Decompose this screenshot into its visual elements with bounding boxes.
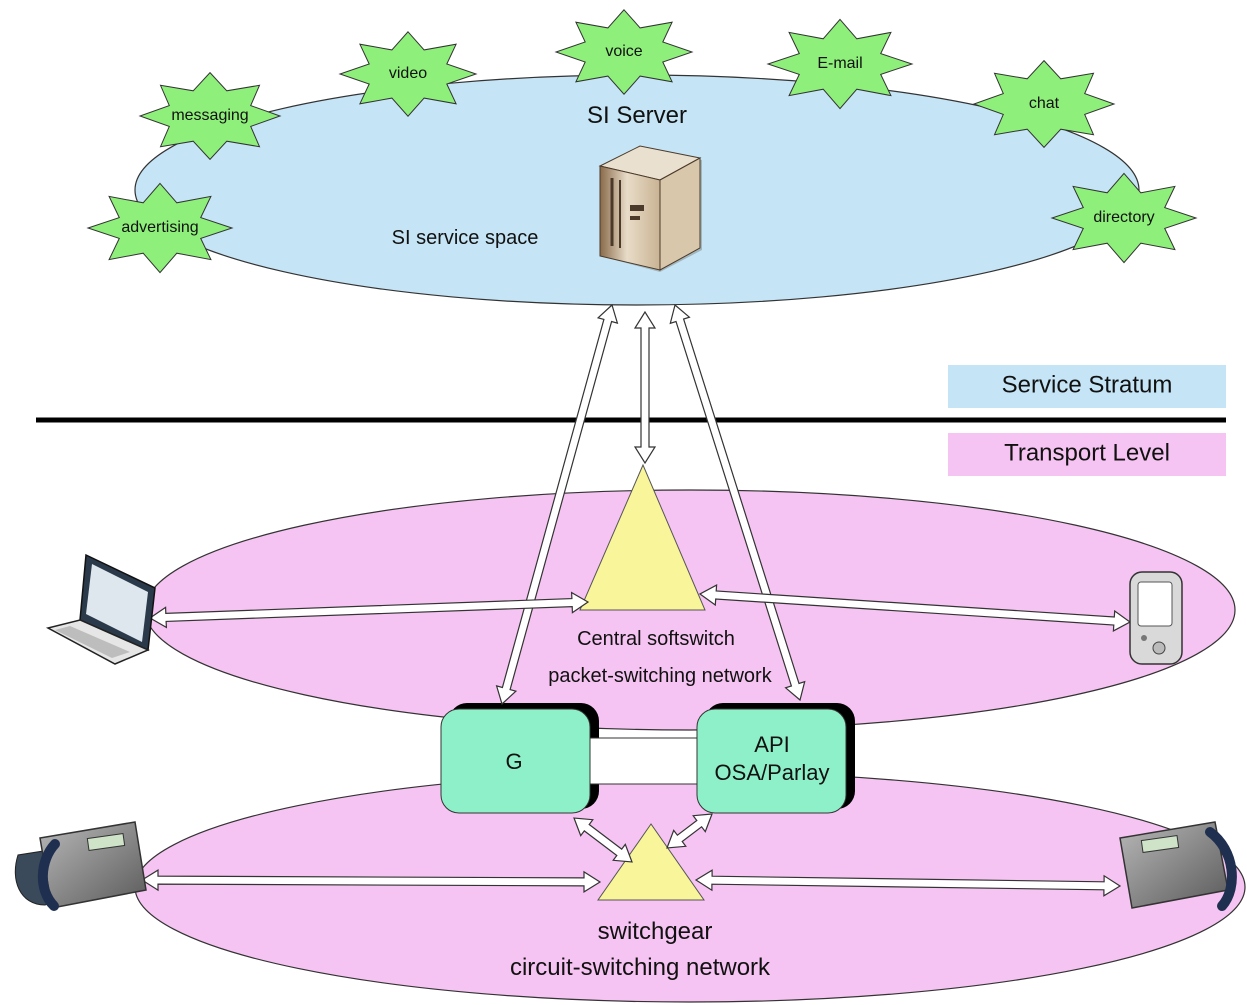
transport-level-label: Transport Level — [1004, 439, 1170, 466]
arrow-api-switchgear — [666, 813, 713, 849]
service-star — [554, 9, 694, 95]
service-star — [338, 31, 478, 117]
circuit-network-label: circuit-switching network — [510, 954, 771, 981]
server-icon — [598, 145, 702, 272]
api-label: API — [754, 732, 789, 757]
osa-parlay-label: OSA/Parlay — [715, 760, 830, 785]
arrow-server-softswitch — [633, 310, 657, 465]
switchgear-triangle — [597, 823, 705, 901]
transport-level-legend — [948, 433, 1226, 476]
packet-network-label: packet-switching network — [548, 665, 772, 687]
gateway-api-link — [589, 737, 698, 785]
service-stratum-label: Service Stratum — [1002, 371, 1173, 398]
service-star-label: video — [389, 65, 427, 82]
service-star — [1050, 172, 1198, 264]
service-star-label: voice — [605, 43, 642, 60]
arrow-phone-switchgear — [140, 869, 602, 893]
service-star — [766, 18, 914, 110]
service-star — [972, 59, 1116, 149]
laptop-icon — [45, 553, 156, 665]
service-star-label: E-mail — [817, 55, 862, 72]
gateway-box — [440, 703, 599, 814]
si-service-space-label: SI service space — [392, 227, 539, 249]
service-star-label: advertising — [121, 219, 198, 236]
arrow-switchgear-phone — [694, 869, 1122, 897]
arrow-laptop-softswitch — [148, 591, 590, 629]
api-box — [696, 703, 855, 814]
service-star-label: chat — [1029, 95, 1060, 112]
right-phone-icon — [1119, 821, 1237, 911]
service-star-label: directory — [1093, 209, 1154, 226]
service-star — [138, 71, 282, 161]
service-star-label: messaging — [171, 107, 248, 124]
service-stratum-legend — [948, 365, 1226, 408]
central-softswitch-triangle — [579, 463, 706, 611]
gateway-label: G — [505, 749, 522, 774]
left-phone-icon — [14, 821, 147, 911]
service-star — [86, 182, 234, 274]
si-server-title: SI Server — [587, 102, 687, 129]
arrow-gateway-switchgear — [573, 817, 633, 863]
switchgear-label: switchgear — [598, 918, 713, 945]
pda-icon — [1129, 571, 1183, 665]
central-softswitch-label: Central softswitch — [577, 628, 735, 650]
